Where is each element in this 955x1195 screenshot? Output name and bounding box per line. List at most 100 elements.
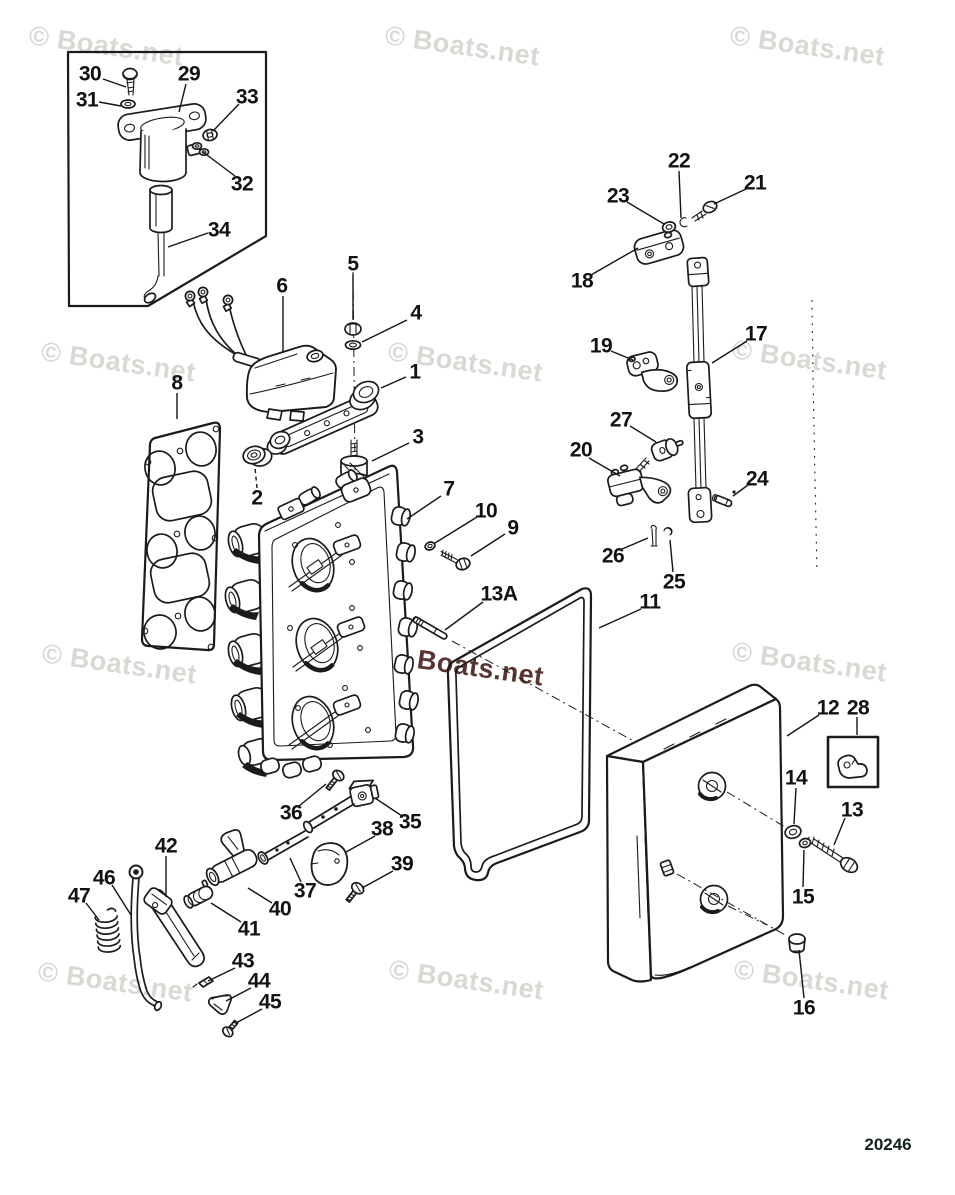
leader-line-14 [793,787,797,825]
part-4-washer [344,339,362,351]
part-26-pin [650,524,658,547]
plate-face-screws [287,522,371,748]
part-11-seal [446,587,593,882]
part-21-screw [691,200,718,222]
part-15-washer [798,836,812,849]
leader-line-40 [247,887,273,904]
part-25-clip [663,527,673,536]
part-2-grommet [242,445,273,467]
plate-bores [288,534,366,751]
leader-line-23 [626,201,665,225]
callout-2: 2 [251,487,262,510]
watermark-1: © Boats.net [27,20,186,71]
callout-21: 21 [744,172,767,195]
callout-40: 40 [269,898,291,921]
callout-11: 11 [639,591,661,614]
callout-18: 18 [571,270,594,293]
part-43-clip [192,976,214,988]
callout-39: 39 [391,853,413,876]
callout-22: 22 [668,150,690,173]
callout-5: 5 [347,253,359,276]
part-5-nut [344,322,362,336]
callout-12: 12 [817,697,839,720]
leader-line-7 [406,495,442,520]
callout-1: 1 [409,361,421,384]
callout-23: 23 [607,185,629,208]
leader-line-24 [732,484,749,497]
leader-line-27 [629,425,657,443]
part-35-block [348,779,380,808]
part-42-lever [143,887,205,968]
callout-7: 7 [443,478,454,501]
watermark-10: © Boats.net [36,956,195,1007]
part-34-plunger [143,184,173,304]
watermark-9: © Boats.net [730,636,889,687]
leader-line-41 [210,902,242,923]
callout-9: 9 [507,517,518,540]
callout-13: 13 [841,799,863,822]
leader-line-20 [588,457,621,477]
leader-line-9 [470,533,506,557]
part-18-clamp [633,229,685,265]
callout-8: 8 [171,372,183,395]
leader-line-29 [178,83,187,113]
part-19-clamp [626,351,679,392]
leader-line-16 [798,949,805,999]
part-16-plug [788,933,806,954]
part-38-cam-disc [310,842,349,886]
part-20-clamp [607,464,672,507]
leader-line-15 [802,849,805,888]
part-10-washer [424,541,436,551]
leader-line-13A [444,601,484,631]
callout-26: 26 [602,545,624,568]
callout-19: 19 [590,335,612,358]
leader-line-46 [111,884,132,916]
part-28-box [826,735,880,789]
leader-line-44 [225,987,252,1002]
leader-line-11 [598,608,642,629]
leader-line-12 [786,714,820,737]
part-29-solenoid [117,103,207,183]
drawing-number: 20246 [864,1135,911,1154]
wire-harness [184,286,262,369]
callout-4: 4 [410,302,422,325]
callout-17: 17 [745,323,767,346]
callout-28: 28 [847,697,870,720]
leader-line-22 [678,170,682,219]
callout-32: 32 [231,173,253,196]
leader-line-18 [590,247,639,276]
watermark-3: © Boats.net [728,20,887,71]
callout-6: 6 [276,275,287,298]
callout-42: 42 [155,835,177,858]
callout-15: 15 [792,886,815,909]
leader-line-layer [85,78,858,1024]
callout-13A: 13A [480,583,517,606]
callout-3: 3 [412,426,423,449]
part-8-gasket [140,421,222,652]
leader-line-37 [289,857,302,883]
leader-line-1 [380,376,407,389]
part-27-20-bolt [633,457,650,475]
part-33-nut [202,128,218,142]
inset-box [66,50,268,308]
part-36-screw [325,769,345,791]
callout-41: 41 [238,918,261,941]
part-44-cone [207,994,233,1015]
callout-33: 33 [236,86,258,109]
callout-45: 45 [259,991,282,1014]
leader-line-25 [669,539,674,573]
leader-line-2 [254,467,258,489]
callout-27: 27 [610,409,632,432]
part-22-clip [679,217,688,228]
leader-line-17 [711,340,748,364]
callout-14: 14 [785,767,808,790]
plate-right-bosses [390,506,419,744]
part-47-spring [94,907,122,953]
part-7-adapter-plate [224,464,419,779]
leader-line-47 [85,902,100,921]
part-12-cover [605,683,788,983]
leader-line-10 [434,516,478,544]
